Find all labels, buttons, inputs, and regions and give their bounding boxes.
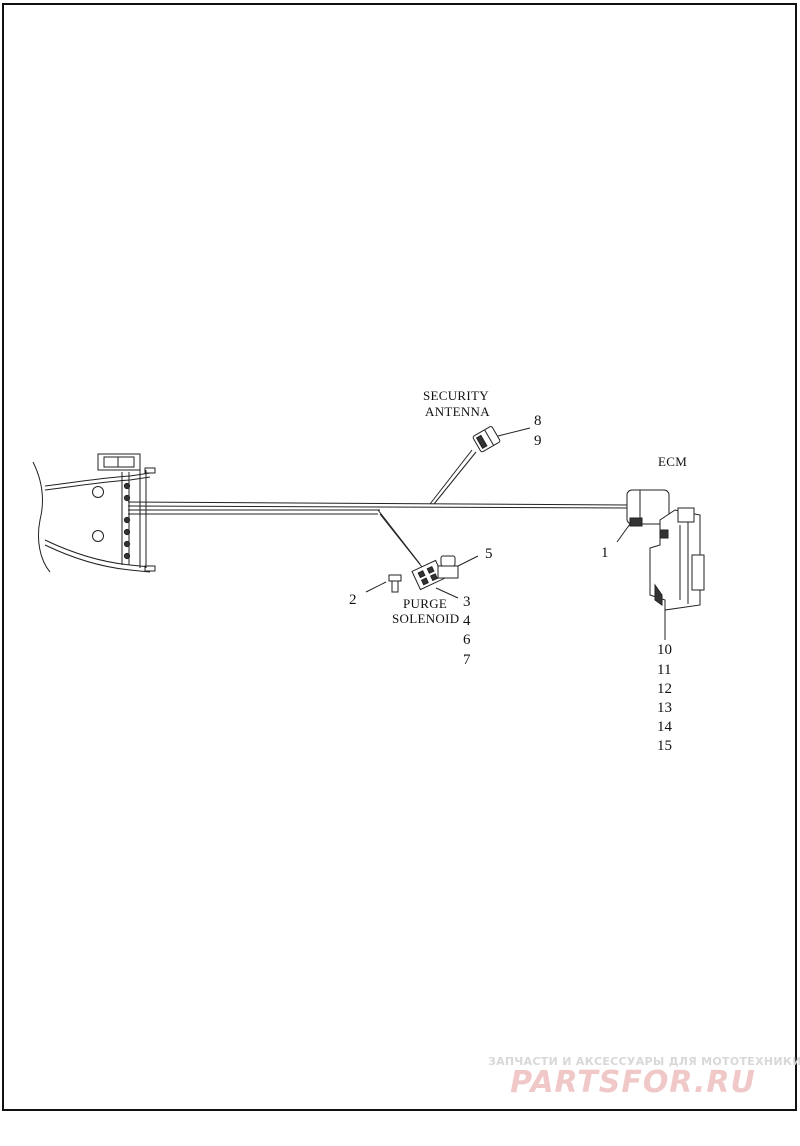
label-ecm: ECM (658, 454, 687, 469)
callout-10: 10 (657, 642, 672, 658)
callout-8: 8 (534, 413, 542, 429)
connector-part-5 (437, 555, 479, 579)
label-purge: PURGE (403, 596, 447, 611)
watermark: ЗАПЧАСТИ И АКСЕССУАРЫ ДЛЯ МОТОТЕХНИКИ PA… (488, 1055, 800, 1105)
ecm-module (616, 489, 705, 640)
security-antenna (472, 426, 531, 453)
callout-13: 13 (657, 700, 672, 716)
callout-5: 5 (485, 546, 493, 562)
callout-9: 9 (534, 433, 542, 449)
callout-7: 7 (463, 652, 471, 668)
label-antenna: ANTENNA (425, 404, 490, 419)
label-solenoid: SOLENOID (392, 611, 459, 626)
watermark-logo: PARTSFOR.RU (510, 1065, 756, 1100)
callout-6: 6 (463, 632, 471, 648)
callout-14: 14 (657, 719, 673, 735)
label-security: SECURITY (423, 388, 489, 403)
frame-bracket (32, 453, 156, 573)
callout-11: 11 (657, 662, 671, 678)
callout-15: 15 (657, 738, 672, 754)
callout-12: 12 (657, 681, 672, 697)
callout-4: 4 (463, 613, 471, 629)
main-harness (127, 449, 628, 568)
watermark-tagline: ЗАПЧАСТИ И АКСЕССУАРЫ ДЛЯ МОТОТЕХНИКИ (488, 1055, 800, 1068)
callout-2: 2 (349, 592, 357, 608)
pin-part-2 (365, 574, 402, 593)
callout-3: 3 (463, 594, 471, 610)
callout-1: 1 (601, 545, 609, 561)
